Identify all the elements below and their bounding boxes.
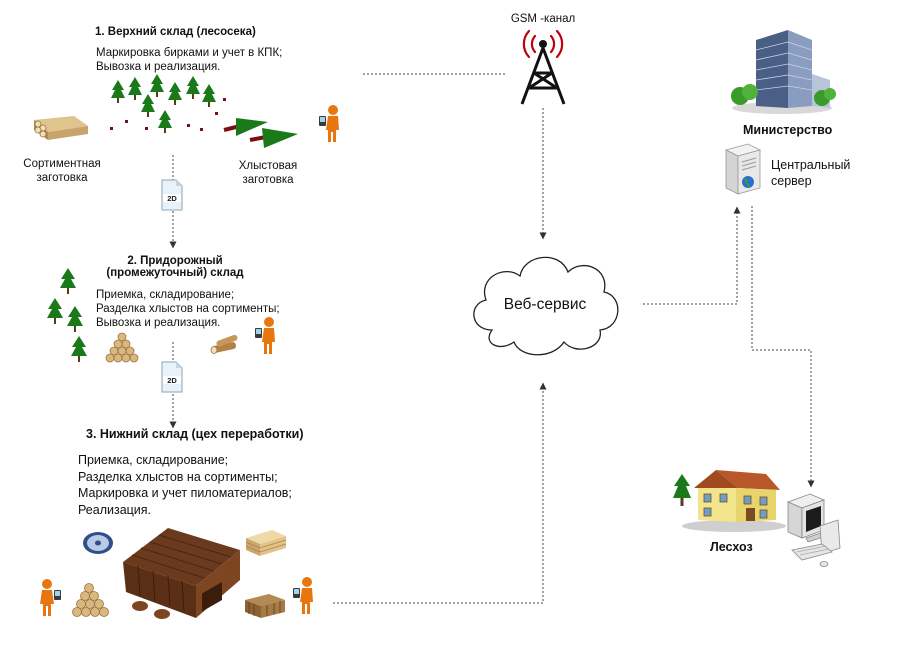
web-service-cloud [473,256,619,356]
worker-with-pda-icon [255,317,275,354]
warehouse2-desc: Приемка, складирование; Разделка хлыстов… [96,288,280,330]
doc-badge-2-text: 2D [167,376,177,385]
ministry-label: Министерство [743,123,833,137]
warehouse2-line: Разделка хлыстов на сортименты; [96,303,280,315]
felled-trees-icon [223,118,298,148]
log-pile-icon [34,116,88,140]
document-2d-icon: 2D [161,179,183,211]
trees-icon [47,268,87,362]
warehouse2-title-line: (промежуточный) склад [106,267,244,279]
warehouse3-line: Разделка хлыстов на сортименты; [78,469,278,484]
worker-with-pda-icon [293,577,313,614]
document-2d-icon: 2D [161,361,183,393]
warehouse2-line: Вывозка и реализация. [96,317,221,329]
warehouse3-line: Маркировка и учет пиломатериалов; [78,486,292,500]
warehouse3-line: Реализация. [78,502,152,517]
central-server-label-line: сервер [771,174,812,188]
ministry-building-icon [731,30,836,114]
warehouse1-title: 1. Верхний склад (лесосека) [95,26,256,38]
warehouse3-line: Приемка, складирование; [78,453,229,467]
warehouse2-line: Приемка, складирование; [96,289,235,301]
worker-with-pda-icon [319,105,339,142]
gsm-tower-icon [520,29,566,105]
pallets-icon [245,594,285,618]
warehouse3-title: 3. Нижний склад (цех переработки) [86,427,304,441]
warehouse2-title: 2. Придорожный (промежуточный) склад [95,255,255,279]
central-server-label: Центральный сервер [771,157,850,189]
khlyst-label-line: Хлыстовая [238,160,298,172]
warehouse3-desc: Приемка, складирование; Разделка хлыстов… [78,452,292,518]
warehouse1-desc: Маркировка бирками и учет в КПК; Вывозка… [96,46,282,74]
leskhoz-label: Лесхоз [710,540,753,554]
sortiment-label: Сортиментная заготовка [22,157,102,185]
link-w3-to-webservice [333,382,547,604]
gsm-label: GSM -канал [510,13,576,25]
doc-badge-1-text: 2D [167,194,177,203]
khlyst-label: Хлыстовая заготовка [228,159,308,187]
link-webservice-to-server [643,206,741,305]
web-service-label: Веб-сервис [503,296,587,313]
worker-with-pda-icon [40,579,61,616]
sortiment-label-line: Сортиментная [23,158,101,170]
computer-icon [786,493,841,567]
lumber-stack-icon [245,530,287,556]
forest-icon [110,74,226,133]
warehouse1-line: Маркировка бирками и учет в КПК; [96,47,283,59]
log-stack-icon [105,332,139,363]
leskhoz-house-icon [673,470,786,532]
log-pyramid-icon [72,583,109,617]
sortiment-label-line: заготовка [36,172,88,184]
sawmill-shed-icon [123,528,240,619]
khlyst-label-line: заготовка [242,174,294,186]
link-server-to-leskhoz [751,206,815,488]
server-icon [724,143,762,195]
central-server-label-line: Центральный [771,158,851,172]
logs-icon [210,334,238,354]
warehouse1-line: Вывозка и реализация. [96,61,221,73]
warehouse2-title-line: 2. Придорожный [127,255,223,267]
disc-icon [83,532,113,554]
